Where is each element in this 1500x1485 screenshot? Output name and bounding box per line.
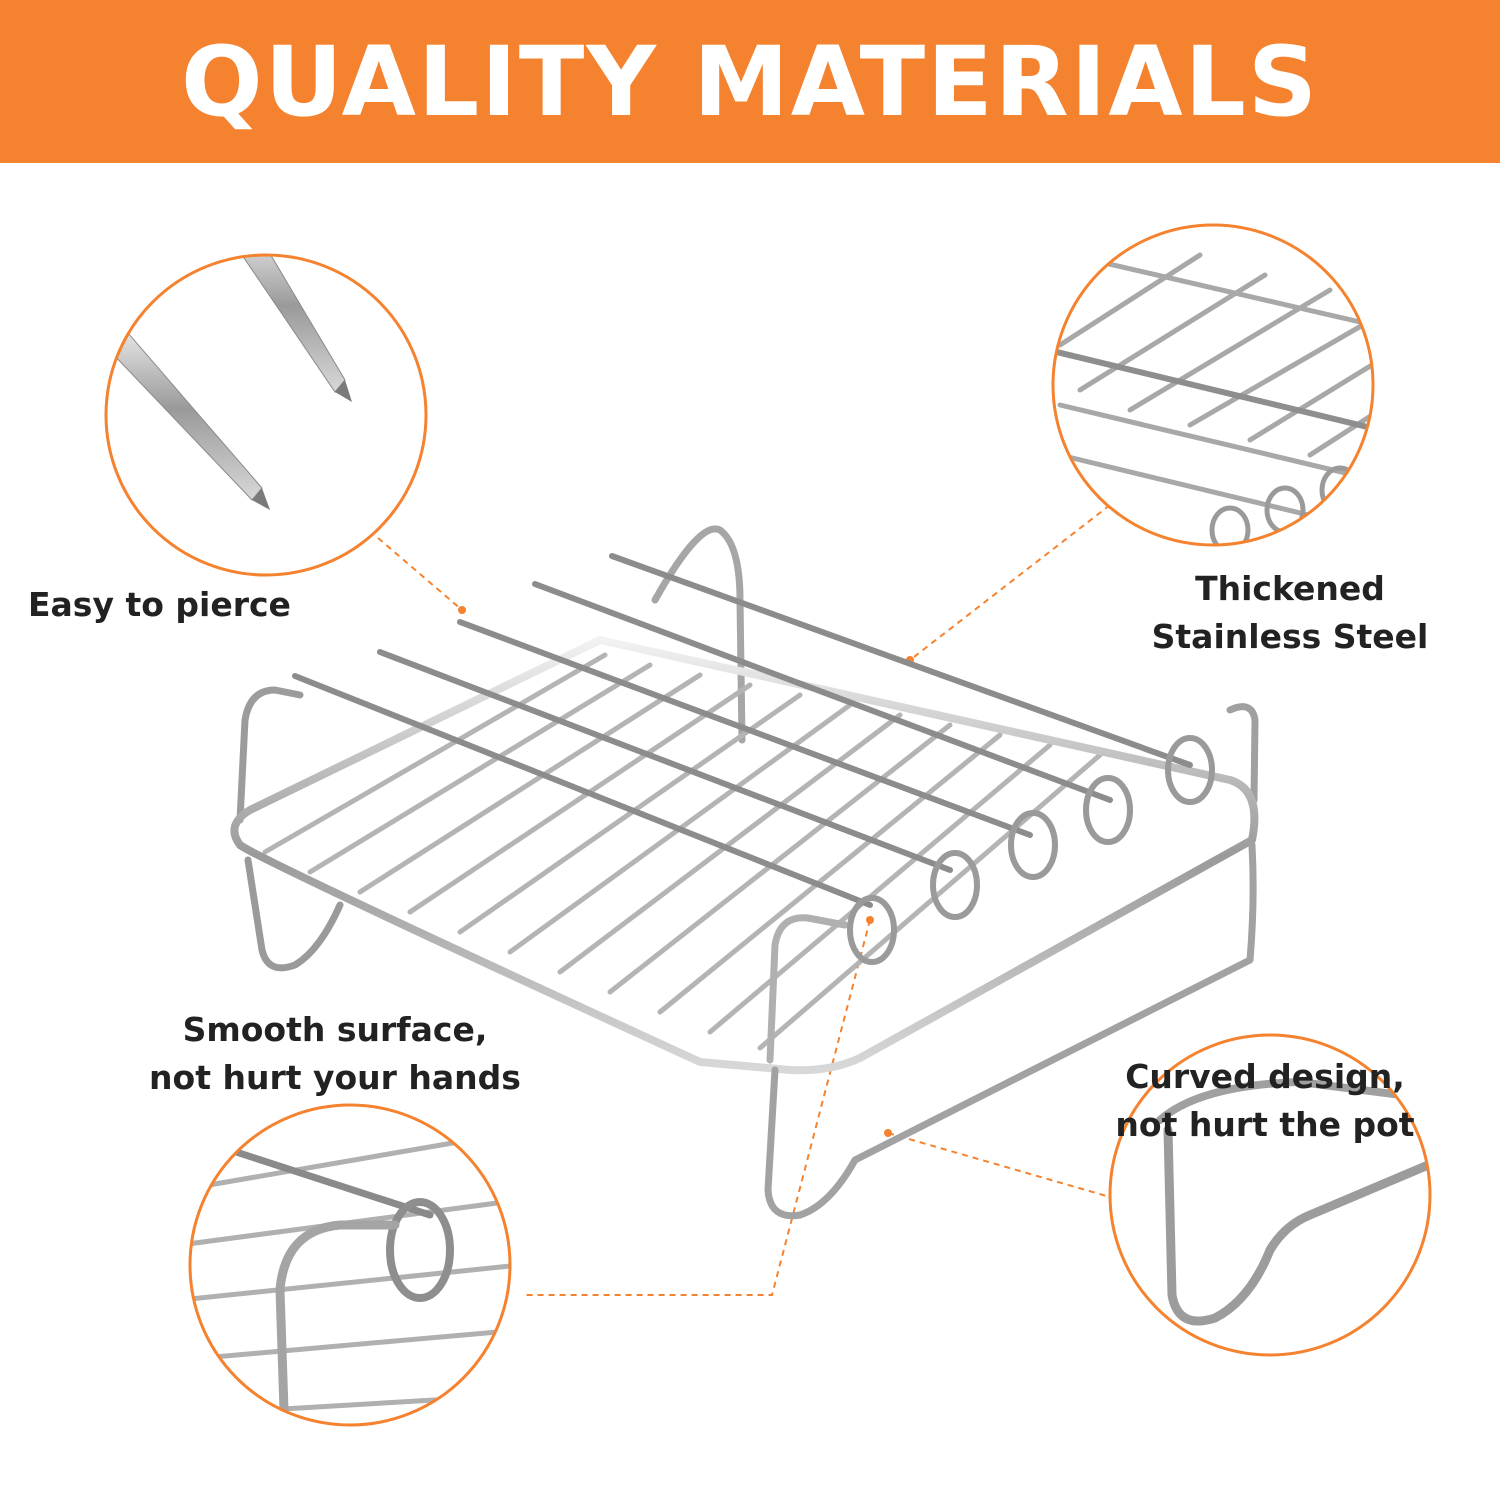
callout-connectors [377, 504, 1111, 1296]
page-title: QUALITY MATERIALS [181, 25, 1319, 138]
grid-bar [457, 692, 803, 935]
callout-easy-to-pierce: Easy to pierce [28, 581, 291, 629]
rack-front-leg-left [244, 856, 344, 972]
callout-steel-line1: Thickened [1195, 569, 1385, 608]
rack-back-leg-left [236, 686, 304, 824]
callout-steel-line2: Stainless Steel [1151, 617, 1429, 656]
grid-bar [557, 712, 903, 975]
wire-grid-detail-icon [1051, 223, 1375, 547]
grid-bar [707, 742, 1053, 1035]
rack-front-leg-handle [766, 914, 849, 1064]
skewer [532, 581, 1113, 803]
grid-bar [657, 732, 1003, 1015]
grid-bar [357, 672, 703, 895]
ring-handle [1008, 810, 1058, 880]
ring-handle [1165, 735, 1215, 805]
callout-smooth-surface: Smooth surface, not hurt your hands [140, 1006, 530, 1102]
skewer [609, 553, 1193, 768]
curved-leg-detail-icon [1108, 1033, 1432, 1357]
connector-smooth [522, 919, 871, 1296]
ring-handle [930, 850, 980, 920]
callout-thickened-steel: Thickened Stainless Steel [1150, 565, 1430, 661]
grid-bar [407, 682, 753, 915]
skewer-tip-detail-icon [104, 253, 428, 577]
skewer [292, 673, 873, 908]
callout-smooth-line2: not hurt your hands [149, 1058, 521, 1097]
callout-curved-line2: not hurt the pot [1115, 1105, 1415, 1144]
rack-rim [230, 636, 1259, 1075]
callout-curved-line1: Curved design, [1125, 1057, 1405, 1096]
callout-pierce-line1: Easy to pierce [28, 585, 291, 624]
callout-curved-design: Curved design, not hurt the pot [1100, 1053, 1430, 1149]
grid-bar [607, 722, 953, 995]
skewers [292, 553, 1193, 908]
connector-curved [887, 1132, 1111, 1198]
grid-bar [307, 662, 653, 875]
skewer-rings [847, 735, 1215, 965]
callout-smooth-line1: Smooth surface, [182, 1010, 488, 1049]
skewer [457, 619, 1033, 838]
ring-handle [1083, 775, 1133, 845]
skewer [377, 649, 953, 873]
dot-pierce [458, 606, 466, 614]
rack-grid-bars [262, 652, 1103, 1051]
skewer-rack-product-icon [230, 525, 1259, 1220]
rack-front-leg-front [764, 841, 1257, 1220]
rack-back-leg-mid [651, 525, 746, 744]
header-banner: QUALITY MATERIALS [0, 0, 1500, 163]
ring-handle [847, 895, 897, 965]
connector-steel [909, 504, 1111, 661]
ring-handle-detail-icon [188, 1103, 512, 1427]
dot-smooth [866, 916, 874, 924]
rack-back-leg-right [1226, 703, 1259, 804]
grid-bar [757, 752, 1103, 1051]
dot-curved [884, 1129, 892, 1137]
grid-bar [262, 652, 608, 855]
connector-pierce [377, 537, 463, 611]
